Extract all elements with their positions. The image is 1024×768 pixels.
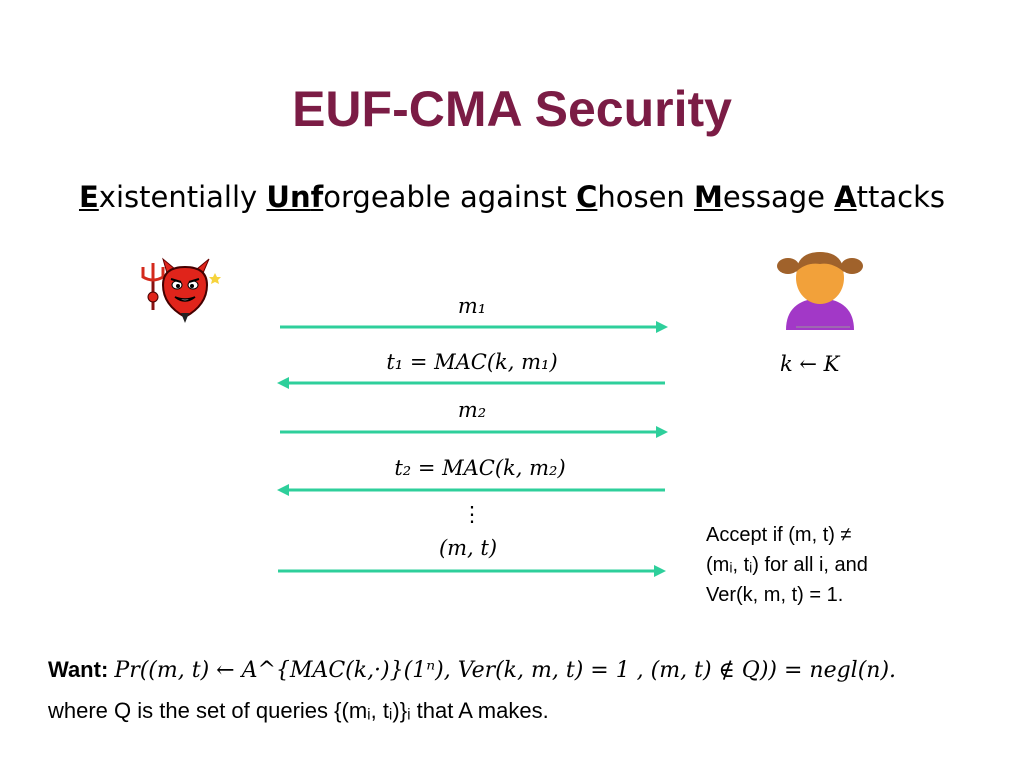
- devil-icon: [141, 257, 221, 323]
- arrow-t2: [277, 484, 665, 496]
- subtitle-text-5: ttacks: [856, 180, 946, 214]
- slide-title: EUF-CMA Security: [292, 81, 732, 137]
- subtitle-text-4: essage: [722, 180, 835, 214]
- accept-line-1: Accept if (m, t) ≠: [706, 524, 852, 546]
- subtitle-text-2: orgeable against: [323, 180, 577, 214]
- arrow-t1: [277, 377, 665, 389]
- subtitle-letter-m: M: [694, 180, 723, 214]
- want-formula: Pr((m, t) ← A^{MAC(k,·)}(1ⁿ), Ver(k, m, …: [114, 658, 897, 683]
- slide-subtitle: Existentially Unforgeable against Chosen…: [0, 180, 1024, 214]
- subtitle-letter-n: n: [289, 180, 311, 214]
- label-t1: t₁ = MAC(k, m₁): [386, 350, 558, 374]
- arrow-m2: [280, 426, 668, 438]
- label-mt: (m, t): [438, 536, 498, 560]
- want-line-1: Want: Pr((m, t) ← A^{MAC(k,·)}(1ⁿ), Ver(…: [48, 650, 1008, 691]
- want-statement: Want: Pr((m, t) ← A^{MAC(k,·)}(1ⁿ), Ver(…: [48, 650, 1008, 731]
- label-dots: ⋮: [461, 502, 483, 526]
- label-t2: t₂ = MAC(k, m₂): [394, 456, 566, 480]
- accept-condition: Accept if (m, t) ≠ (mᵢ, tᵢ) for all i, a…: [706, 520, 966, 610]
- arrow-m1: [280, 321, 668, 333]
- label-m1: m₁: [457, 294, 487, 318]
- accept-line-2: (mᵢ, tᵢ) for all i, and: [706, 554, 868, 576]
- arrow-mt: [278, 565, 666, 577]
- subtitle-letter-e: E: [78, 180, 99, 214]
- label-m2: m₂: [457, 398, 487, 422]
- key-label: k ← K: [780, 352, 840, 376]
- want-line-2: where Q is the set of queries {(mᵢ, tᵢ)}…: [48, 698, 549, 723]
- subtitle-letter-f: f: [310, 180, 324, 214]
- subtitle-letter-u: U: [266, 180, 290, 214]
- person-icon: [777, 252, 863, 330]
- subtitle-text-1: xistentially: [98, 180, 267, 214]
- subtitle-letter-c: C: [576, 180, 598, 214]
- subtitle-text-3: hosen: [597, 180, 695, 214]
- accept-line-3: Ver(k, m, t) = 1.: [706, 584, 844, 606]
- subtitle-letter-a: A: [834, 180, 857, 214]
- want-label: Want:: [48, 657, 109, 682]
